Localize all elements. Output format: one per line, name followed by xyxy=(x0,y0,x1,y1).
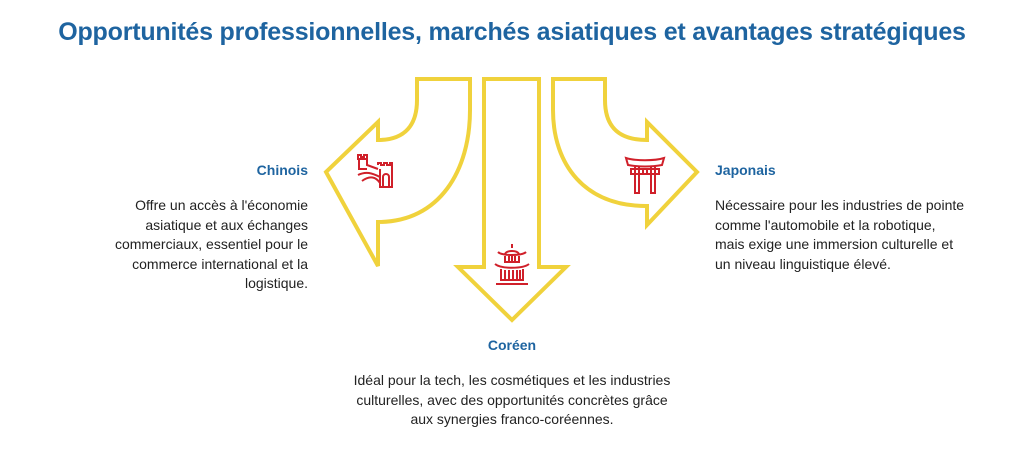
left-arrow xyxy=(323,77,472,267)
branch-label-coreen: Coréen xyxy=(487,337,537,353)
branch-description-japonais: Nécessaire pour les industries de pointe… xyxy=(715,197,965,272)
branch-description-chinois: Offre un accès à l'économie asiatique et… xyxy=(115,197,308,291)
branch-label-chinois: Chinois xyxy=(256,162,308,178)
pagoda-icon xyxy=(494,244,530,285)
right-arrow xyxy=(551,77,700,231)
great-wall-icon xyxy=(357,154,393,188)
down-arrow xyxy=(453,77,571,323)
branch-description-coreen: Idéal pour la tech, les cosmétiques et l… xyxy=(353,372,671,427)
branch-label-japonais: Japonais xyxy=(715,162,776,178)
page-title: Opportunités professionnelles, marchés a… xyxy=(58,18,966,46)
torii-gate-icon xyxy=(624,156,666,194)
